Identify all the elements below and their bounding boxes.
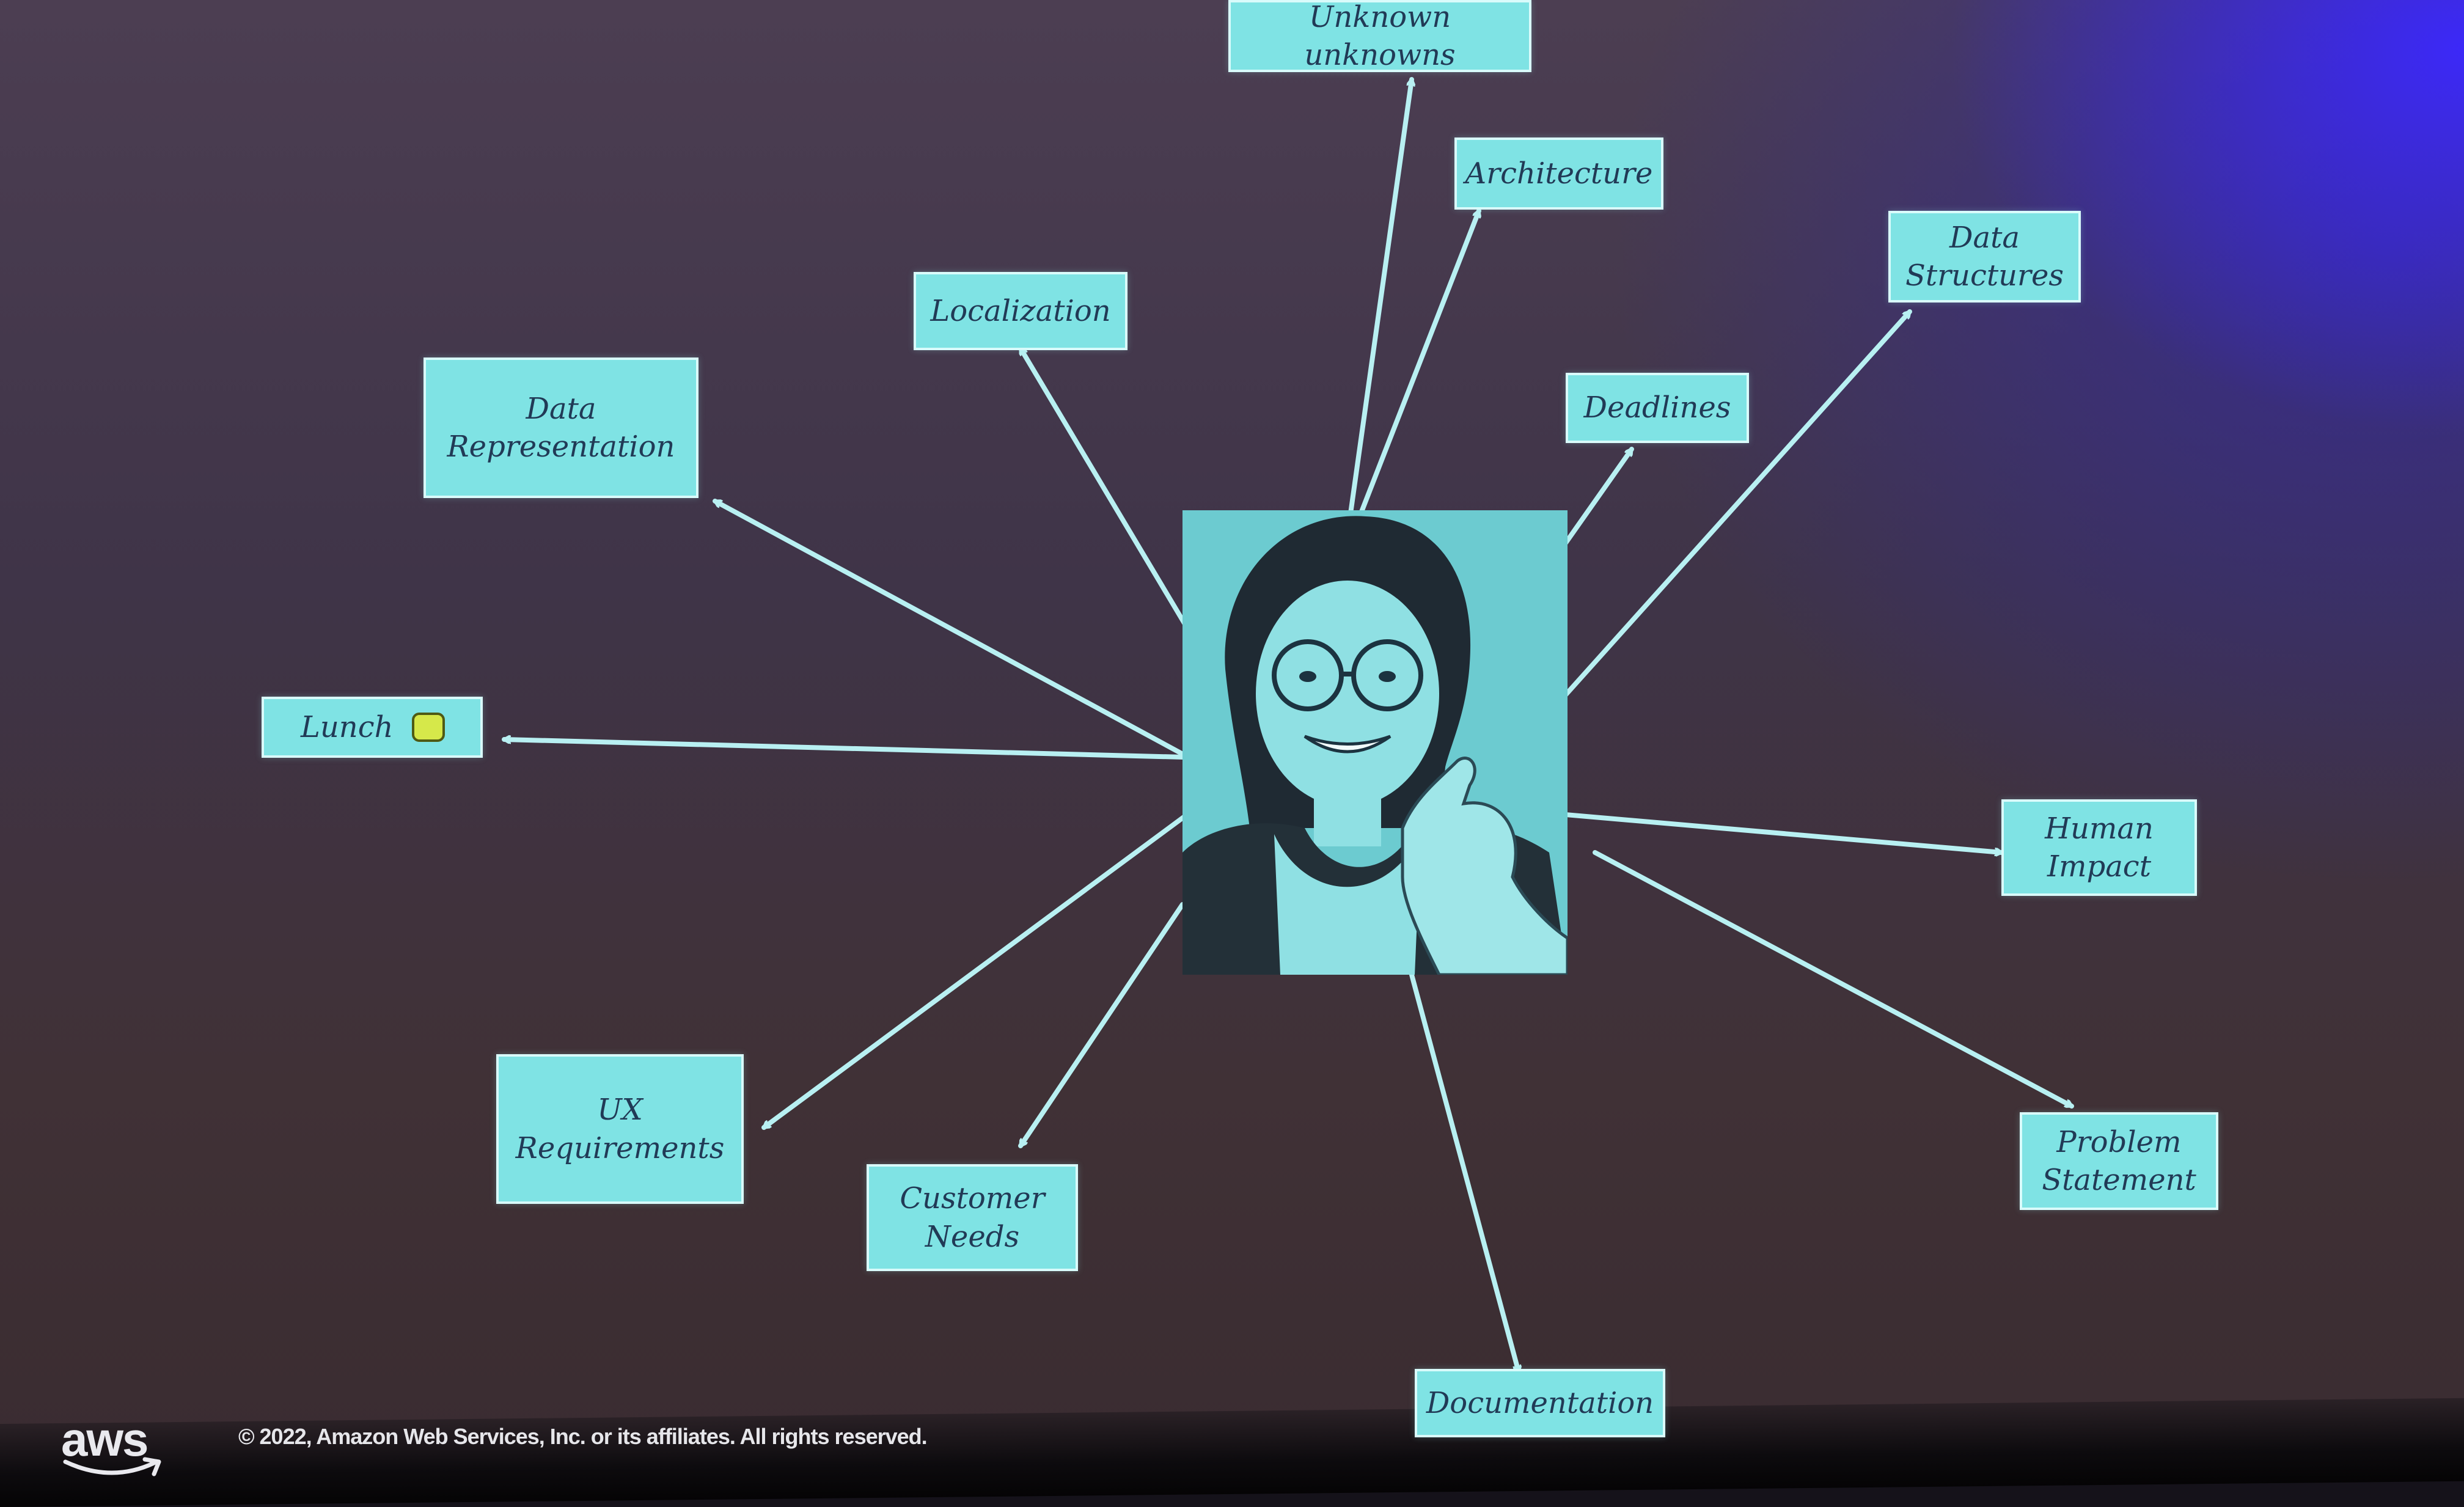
node-lunch: Lunch: [262, 697, 483, 758]
aws-smile-icon: [63, 1457, 161, 1476]
presenter-portrait: [1182, 510, 1568, 975]
arrow-ux-requirements: [761, 804, 1200, 1130]
arrow-unknown-unknowns: [1348, 77, 1412, 516]
copyright-notice: © 2022, Amazon Web Services, Inc. or its…: [238, 1424, 928, 1449]
presenter-illustration: [1182, 510, 1568, 975]
arrow-customer-needs: [1018, 902, 1185, 1146]
arrow-problem-statement: [1593, 850, 2072, 1109]
arrow-human-impact: [1507, 807, 2004, 853]
node-deadlines: Deadlines: [1566, 373, 1749, 443]
arrow-localization: [1018, 348, 1203, 653]
node-customer-needs: Customer Needs: [867, 1164, 1078, 1271]
arrow-data-structures: [1504, 309, 1912, 763]
node-localization: Localization: [914, 272, 1128, 350]
lunch-box-icon: [411, 713, 445, 742]
aws-logo-text: aws: [61, 1412, 148, 1466]
node-architecture: Architecture: [1454, 138, 1663, 210]
arrow-data-representation: [715, 499, 1203, 766]
node-unknown-unknowns: Unknown unknowns: [1228, 0, 1531, 72]
node-problem-statement: Problem Statement: [2020, 1112, 2218, 1210]
node-data-representation: Data Representation: [424, 358, 698, 498]
arrow-lunch: [502, 739, 1209, 760]
node-ux-requirements: UX Requirements: [496, 1054, 744, 1204]
node-lunch-label: Lunch: [301, 710, 394, 744]
arrow-architecture: [1357, 211, 1479, 519]
node-human-impact: Human Impact: [2001, 799, 2197, 896]
aws-logo: aws: [61, 1412, 165, 1485]
arrow-documentation: [1409, 972, 1519, 1372]
node-documentation: Documentation: [1415, 1369, 1665, 1437]
node-data-structures: Data Structures: [1888, 211, 2081, 302]
